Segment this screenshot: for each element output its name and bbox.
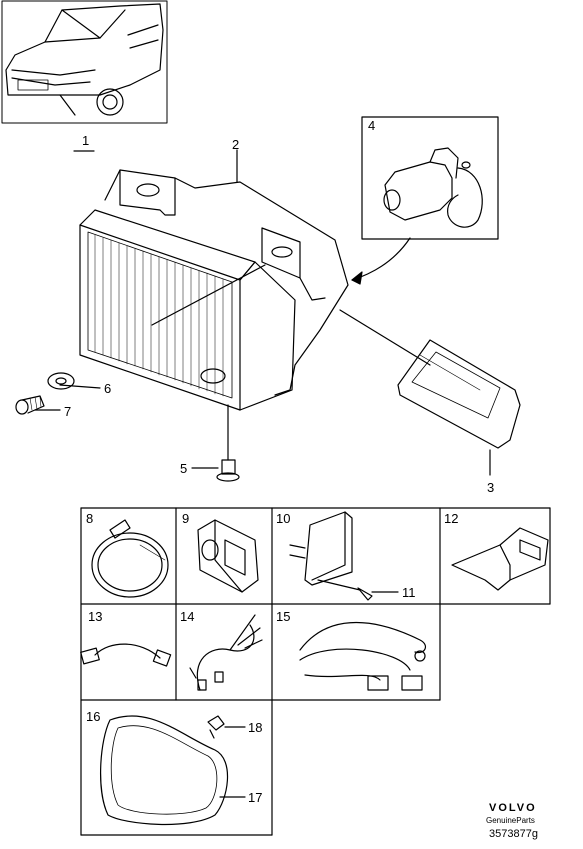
callout-6: 6 [104, 381, 111, 396]
wire-harness-long [299, 622, 427, 691]
gasket [100, 715, 228, 826]
short-cable [80, 643, 172, 667]
parts-grid [80, 507, 551, 836]
bolt [216, 459, 240, 482]
callout-4: 4 [368, 118, 375, 133]
callout-2: 2 [232, 137, 239, 152]
washer [47, 372, 75, 390]
brand-logo: VOLVO [489, 802, 537, 814]
vehicle-thumbnail [1, 0, 168, 124]
callout-3: 3 [487, 480, 494, 495]
callout-10: 10 [276, 511, 290, 526]
callout-14: 14 [180, 609, 194, 624]
callout-16: 16 [86, 709, 100, 724]
bulb-holder-box [361, 116, 499, 240]
callout-labels: 1 2 3 4 5 6 7 8 9 10 11 12 13 14 15 16 1… [64, 118, 494, 805]
lens-cover [397, 339, 521, 449]
relay [289, 511, 373, 601]
bulb [207, 715, 225, 739]
callout-1: 1 [82, 133, 89, 148]
bracket [451, 527, 549, 591]
screw [15, 395, 45, 415]
callout-11: 11 [402, 585, 416, 600]
callout-12: 12 [444, 511, 458, 526]
callout-18: 18 [248, 720, 262, 735]
drawing-number: 3573877g [489, 828, 538, 840]
wire-harness-small [189, 614, 263, 691]
callout-9: 9 [182, 511, 189, 526]
callout-7: 7 [64, 404, 71, 419]
callout-13: 13 [88, 609, 102, 624]
callout-8: 8 [86, 511, 93, 526]
callout-5: 5 [180, 461, 187, 476]
callout-17: 17 [248, 790, 262, 805]
hose-clamp [91, 519, 169, 598]
fog-switch [197, 519, 259, 593]
callout-15: 15 [276, 609, 290, 624]
fog-lamp-assembly [79, 169, 349, 461]
brand-subtitle: GenuineParts [486, 816, 535, 825]
